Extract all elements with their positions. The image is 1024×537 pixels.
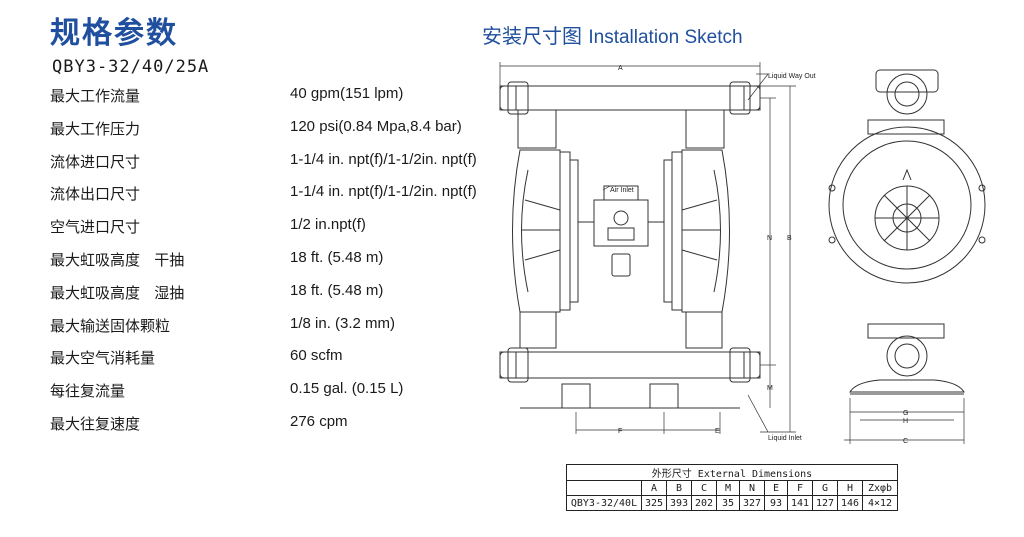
liquid-way-out-label: Liquid Way Out xyxy=(768,73,816,80)
table-header-row: A B C M N E F G H Zxφb xyxy=(566,480,898,496)
side-view-pump xyxy=(828,69,986,395)
spec-value: 1/8 in. (3.2 mm) xyxy=(290,315,396,332)
spec-label: 流体进口尺寸 xyxy=(50,153,141,171)
spec-value: 1/2 in.npt(f) xyxy=(290,216,366,233)
spec-value: 1-1/4 in. npt(f)/1-1/2in. npt(f) xyxy=(290,151,477,168)
liquid-inlet-label: Liquid Inlet xyxy=(768,435,802,442)
sketch-title: 安装尺寸图 Installation Sketch xyxy=(482,20,743,49)
table-cell: 141 xyxy=(787,495,813,511)
table-cell: 146 xyxy=(837,495,863,511)
spec-row: 最大空气消耗量 60 scfm xyxy=(50,347,490,377)
table-cell: 327 xyxy=(739,495,765,511)
table-header: N xyxy=(739,480,765,496)
front-dimension-lines xyxy=(499,62,796,434)
front-view-pump xyxy=(499,81,761,409)
spec-row: 最大虹吸高度 干抽 18 ft. (5.48 m) xyxy=(50,249,490,279)
spec-label: 空气进口尺寸 xyxy=(50,218,141,236)
table-header: F xyxy=(787,480,813,496)
table-header xyxy=(566,480,642,496)
table-header: G xyxy=(812,480,838,496)
spec-value: 60 scfm xyxy=(290,347,343,364)
table-cell: 127 xyxy=(812,495,838,511)
dim-label-c: C xyxy=(903,438,908,445)
table-header: C xyxy=(691,480,717,496)
spec-value: 18 ft. (5.48 m) xyxy=(290,249,384,266)
spec-value: 18 ft. (5.48 m) xyxy=(290,282,384,299)
dim-label-a: A xyxy=(618,65,623,72)
table-header: M xyxy=(716,480,740,496)
spec-value: 40 gpm(151 lpm) xyxy=(290,85,404,102)
table-cell: 325 xyxy=(641,495,667,511)
spec-row: 最大输送固体颗粒 1/8 in. (3.2 mm) xyxy=(50,315,490,345)
table-cell: 4×12 xyxy=(862,495,898,511)
dim-label-h: H xyxy=(903,418,908,425)
spec-value: 1-1/4 in. npt(f)/1-1/2in. npt(f) xyxy=(290,183,477,200)
dim-label-b: B xyxy=(787,235,792,242)
table-cell: QBY3-32/40L xyxy=(566,495,642,511)
table-cell: 202 xyxy=(691,495,717,511)
spec-value: 276 cpm xyxy=(290,413,348,430)
external-dimensions-table: 外形尺寸 External Dimensions A B C M N E F G… xyxy=(566,464,898,511)
spec-row: 最大工作流量 40 gpm(151 lpm) xyxy=(50,85,490,115)
spec-row: 最大往复速度 276 cpm xyxy=(50,413,490,443)
spec-value: 120 psi(0.84 Mpa,8.4 bar) xyxy=(290,118,462,135)
dim-label-f: F xyxy=(618,428,622,435)
spec-label: 最大虹吸高度 干抽 xyxy=(50,251,185,269)
table-header: E xyxy=(764,480,788,496)
table-header: H xyxy=(837,480,863,496)
dim-label-e: E xyxy=(715,428,720,435)
sketch-title-cn: 安装尺寸图 xyxy=(482,24,582,48)
spec-label: 每往复流量 xyxy=(50,382,126,400)
spec-label: 最大输送固体颗粒 xyxy=(50,317,171,335)
page-title: 规格参数 xyxy=(50,16,178,51)
table-header: Zxφb xyxy=(862,480,898,496)
table-header: A xyxy=(641,480,667,496)
table-caption-row: 外形尺寸 External Dimensions xyxy=(566,464,898,481)
spec-label: 最大虹吸高度 湿抽 xyxy=(50,284,185,302)
spec-label: 最大工作压力 xyxy=(50,120,141,138)
dim-label-g: G xyxy=(903,410,908,417)
spec-row: 空气进口尺寸 1/2 in.npt(f) xyxy=(50,216,490,246)
table-caption: 外形尺寸 External Dimensions xyxy=(566,464,898,481)
spec-row: 流体出口尺寸 1-1/4 in. npt(f)/1-1/2in. npt(f) xyxy=(50,183,490,213)
spec-value: 0.15 gal. (0.15 L) xyxy=(290,380,404,397)
air-inlet-label: Air Inlet xyxy=(610,187,634,194)
table-header: B xyxy=(666,480,692,496)
spec-label: 流体出口尺寸 xyxy=(50,185,141,203)
spec-row: 每往复流量 0.15 gal. (0.15 L) xyxy=(50,380,490,410)
model-number: QBY3-32/40/25A xyxy=(52,57,210,77)
table-cell: 393 xyxy=(666,495,692,511)
side-dimension-lines xyxy=(844,398,965,444)
sketch-title-en: Installation Sketch xyxy=(588,27,743,48)
table-cell: 35 xyxy=(716,495,740,511)
spec-label: 最大空气消耗量 xyxy=(50,349,156,367)
spec-row: 最大工作压力 120 psi(0.84 Mpa,8.4 bar) xyxy=(50,118,490,148)
spec-row: 流体进口尺寸 1-1/4 in. npt(f)/1-1/2in. npt(f) xyxy=(50,151,490,181)
spec-label: 最大往复速度 xyxy=(50,415,141,433)
dim-label-n: N xyxy=(767,235,772,242)
spec-row: 最大虹吸高度 湿抽 18 ft. (5.48 m) xyxy=(50,282,490,312)
table-row: QBY3-32/40L 325 393 202 35 327 93 141 12… xyxy=(566,495,898,511)
spec-label: 最大工作流量 xyxy=(50,87,141,105)
dim-label-m: M xyxy=(767,385,773,392)
table-cell: 93 xyxy=(764,495,788,511)
